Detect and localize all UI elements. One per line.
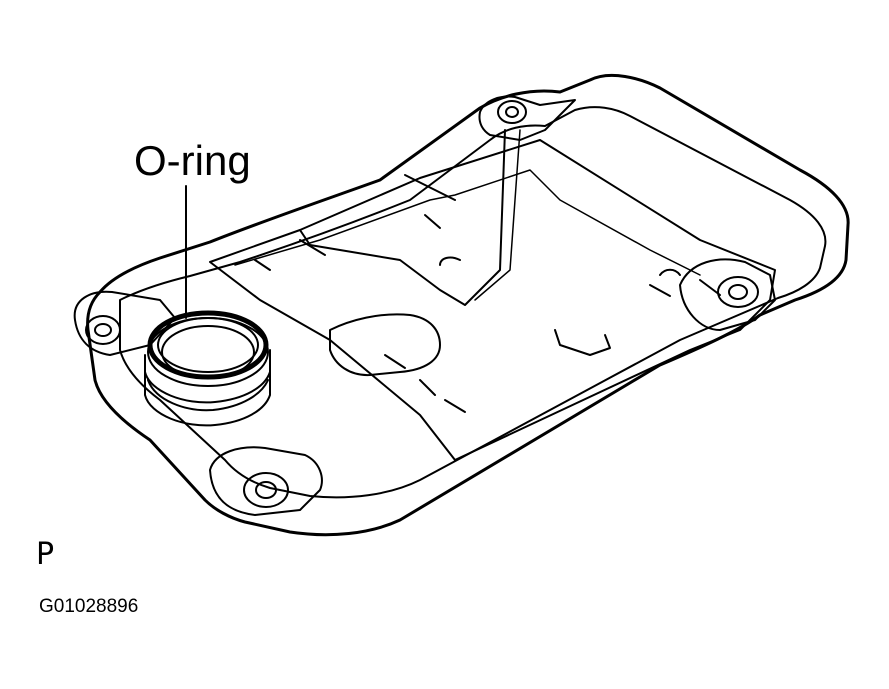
hidden-line [444,399,466,413]
hidden-line [424,214,441,229]
hidden-line [299,239,326,256]
hidden-line [254,259,271,271]
bolt-hole-right [679,258,776,331]
hidden-line [419,379,436,396]
filter-body-inner [234,169,701,276]
o-ring [147,310,269,380]
hidden-line [384,354,406,369]
bolt-hole-bottom [209,446,323,516]
view-letter: P [36,537,55,572]
center-ridge-inner [474,129,521,301]
strainer-inner-flange [119,106,827,499]
o-ring-label: O-ring [134,137,251,184]
rib [439,256,461,266]
hidden-line [649,284,671,297]
center-recess [329,313,441,377]
rib [659,268,681,276]
bolt-hole-top [478,95,576,141]
filter-body-outline [209,139,776,461]
figure-code: G01028896 [39,596,139,617]
hidden-line [699,279,721,296]
small-recess [554,329,611,356]
hidden-line [404,174,456,201]
strainer-outer-outline [86,73,850,537]
